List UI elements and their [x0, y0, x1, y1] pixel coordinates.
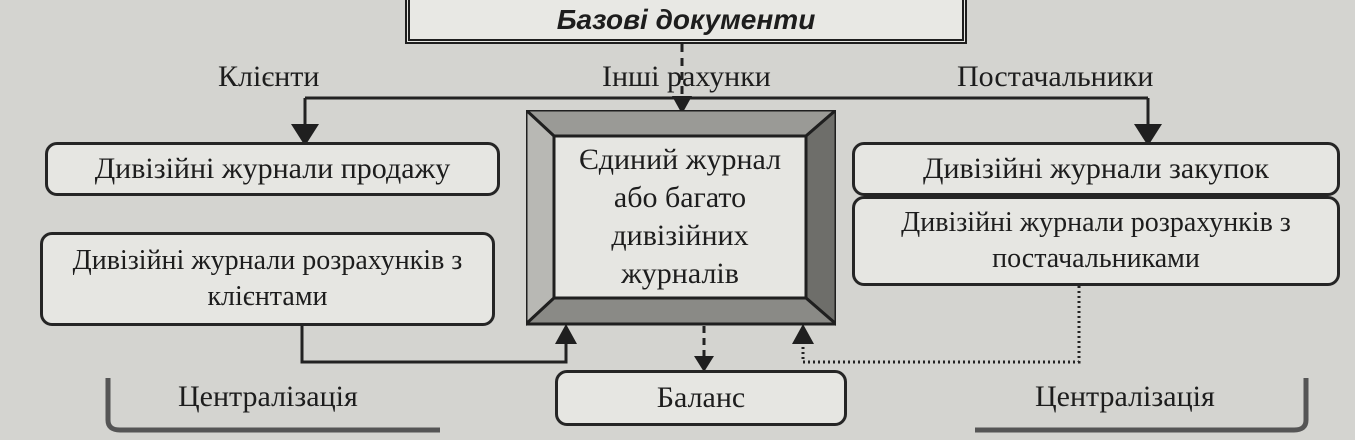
arrow-head-left-in	[555, 324, 577, 344]
purchase-journals-box: Дивізійні журнали закупок	[852, 142, 1340, 196]
frame-left-bevel	[526, 110, 556, 327]
connector-right-to-journal	[801, 286, 1081, 364]
label-suppliers: Постачальники	[957, 60, 1154, 93]
sales-journals-box: Дивізійні журнали продажу	[45, 142, 500, 196]
frame-bottom-bevel	[526, 296, 836, 326]
connector-left-to-journal	[300, 326, 568, 364]
centralization-right: Централізація	[1035, 380, 1215, 413]
frame-right-bevel	[804, 110, 836, 326]
label-clients: Клієнти	[218, 60, 320, 93]
balance-text: Баланс	[656, 381, 746, 414]
supplier-settlements-box: Дивізійні журнали розрахунків з постачал…	[852, 196, 1340, 286]
arrow-head-purchases	[1134, 124, 1162, 146]
sales-journals-text: Дивізійні журнали продажу	[94, 152, 451, 185]
arrow-head-balance	[694, 356, 714, 372]
frame-panel	[552, 134, 808, 300]
supplier-settlements-text: Дивізійні журнали розрахунків з постачал…	[901, 207, 1291, 274]
bracket-right	[975, 378, 1309, 433]
purchase-journals-text: Дивізійні журнали закупок	[923, 152, 1269, 185]
centralization-left: Централізація	[178, 380, 358, 413]
balance-box: Баланс	[555, 370, 847, 426]
base-documents-title: Базові документи	[405, 0, 967, 44]
main-journal-frame	[526, 110, 836, 327]
arrow-head-sales	[291, 124, 319, 146]
arrow-head-right-in	[792, 324, 814, 344]
client-settlements-text: Дивізійні журнали розрахунків з клієнтам…	[72, 245, 463, 312]
label-other-accounts: Інші рахунки	[602, 60, 771, 93]
bracket-left	[105, 378, 440, 433]
frame-top-bevel	[526, 110, 836, 138]
arrow-head-journal-top	[672, 96, 692, 114]
client-settlements-box: Дивізійні журнали розрахунків з клієнтам…	[40, 232, 495, 326]
main-journal-text: Єдиний журнал або багато дивізійних журн…	[578, 143, 782, 290]
main-journal-box: Єдиний журнал або багато дивізійних журн…	[554, 136, 806, 298]
